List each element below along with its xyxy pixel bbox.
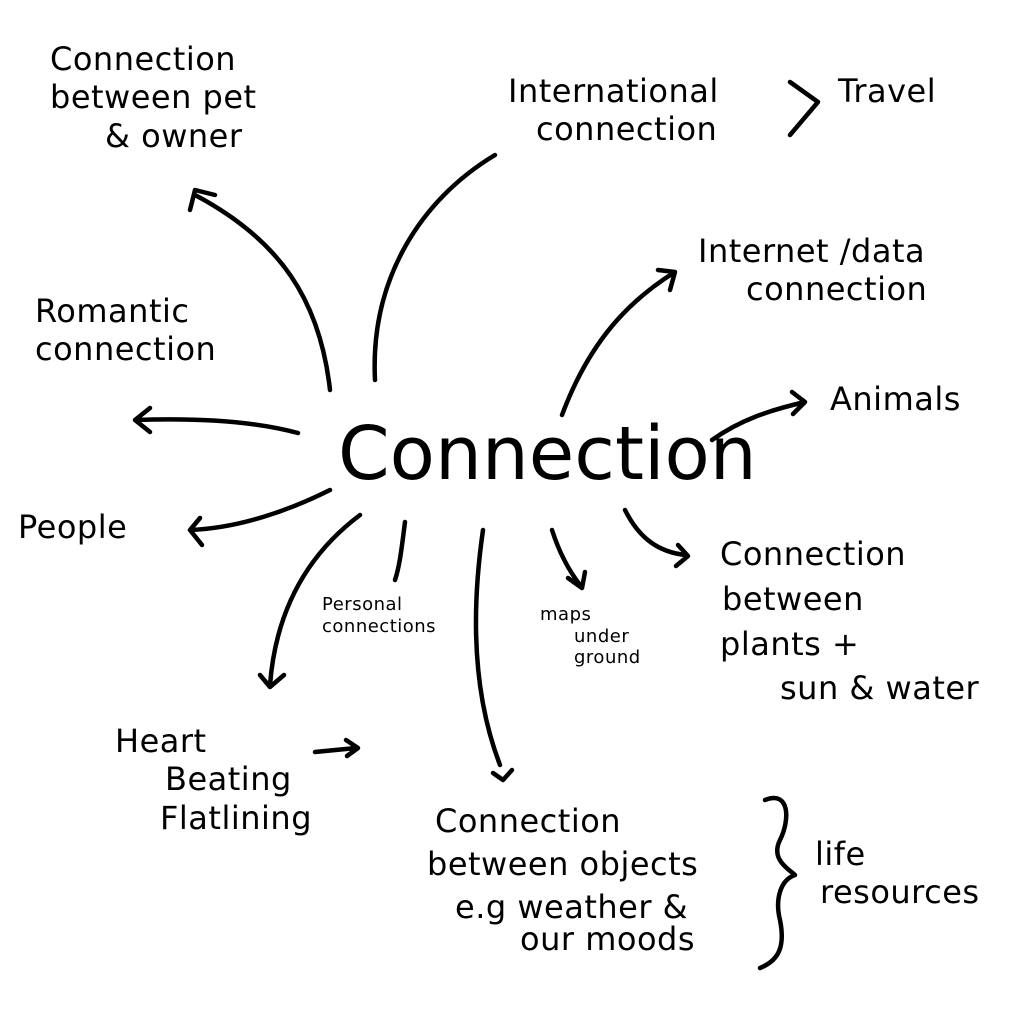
- line-to-personal: [392, 519, 408, 583]
- arrow-heart-to-flatlining: [312, 737, 361, 759]
- node-people: People: [18, 508, 128, 546]
- arrow-to-people: [187, 487, 333, 548]
- center-node: Connection: [338, 411, 757, 497]
- arrow-to-heart: [257, 512, 363, 690]
- node-internet: Internet /data connection: [698, 232, 928, 309]
- arrow-to-maps: [549, 527, 588, 591]
- arrow-to-plants: [622, 507, 691, 569]
- node-life-resources: life resources: [815, 835, 980, 912]
- node-romantic: Romantic connection: [35, 292, 217, 369]
- node-objects: Connection between objects e.g weather &…: [427, 802, 699, 958]
- node-animals: Animals: [830, 380, 961, 418]
- arrow-to-romantic: [132, 405, 301, 436]
- node-international: International connection: [508, 72, 719, 149]
- line-to-objects: [473, 527, 515, 783]
- node-personal: Personal connections: [322, 594, 437, 637]
- brace-life-resources: [757, 795, 798, 971]
- node-pet-owner: Connection between pet & owner: [50, 40, 257, 155]
- node-plants: Connection between plants + sun & water: [720, 535, 980, 708]
- arrow-to-animals: [709, 389, 808, 443]
- arrow-to-travel: [787, 79, 821, 138]
- node-heart: Heart Beating Flatlining: [115, 722, 312, 837]
- node-travel: Travel: [838, 72, 937, 110]
- arrow-to-pet-owner: [187, 187, 333, 393]
- node-maps: maps under ground: [540, 604, 641, 669]
- arrow-to-internet: [559, 267, 678, 418]
- line-to-international: [372, 152, 498, 383]
